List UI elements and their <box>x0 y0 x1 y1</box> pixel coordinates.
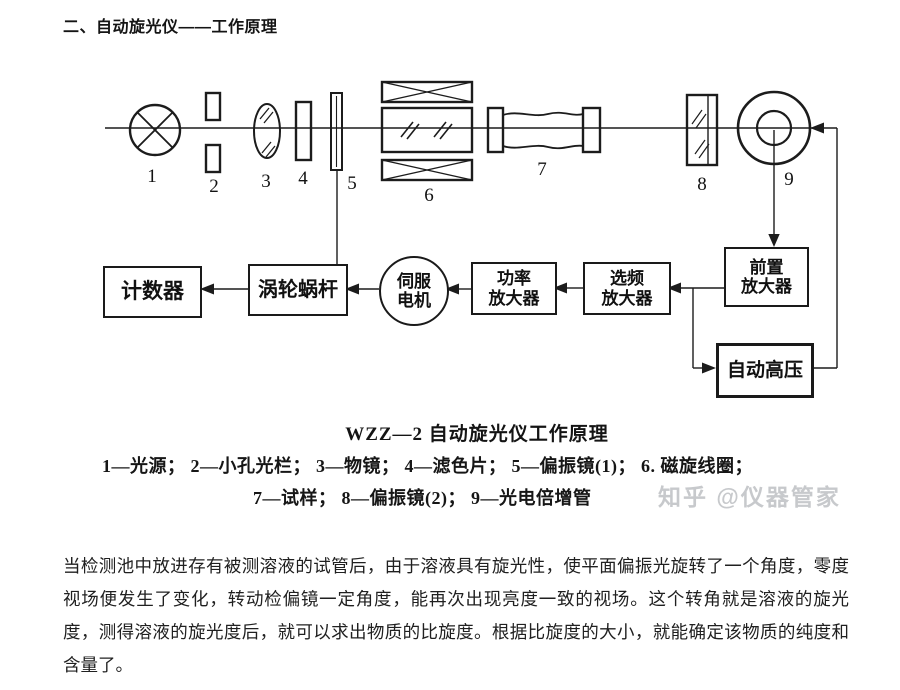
power-amplifier-label-line1: 功率 <box>497 269 531 289</box>
worm-gear-label: 涡轮蜗杆 <box>258 278 338 301</box>
worm-gear-box: 涡轮蜗杆 <box>248 264 348 316</box>
diagram-legend-line1: 1—光源； 2—小孔光栏； 3—物镜； 4—滤色片； 5—偏振镜(1)； 6. … <box>102 456 753 476</box>
component-label-3: 3 <box>261 171 271 192</box>
hv-feedback-loop <box>808 128 838 369</box>
body-paragraph: 当检测池中放进存有被测溶液的试管后，由于溶液具有旋光性，使平面偏振光旋转了一个角… <box>63 556 849 675</box>
objective-lens-symbol <box>253 103 281 159</box>
diagram-legend-line2: 7—试样； 8—偏振镜(2)； 9—光电倍增管 <box>253 488 592 508</box>
counter-box: 计数器 <box>103 266 202 318</box>
component-label-8: 8 <box>697 174 707 195</box>
servo-motor-circle: 伺服 电机 <box>379 256 449 326</box>
page-title: 二、自动旋光仪——工作原理 <box>63 19 278 36</box>
color-filter-symbol <box>294 100 313 162</box>
auto-high-voltage-label: 自动高压 <box>726 359 803 381</box>
servo-motor-label-line1: 伺服 <box>397 271 431 291</box>
component-label-5: 5 <box>347 173 357 194</box>
component-label-6: 6 <box>424 185 434 206</box>
component-label-4: 4 <box>298 168 308 189</box>
frequency-select-label-line2: 放大器 <box>601 288 653 308</box>
hv-feedback-arrowhead <box>810 122 824 134</box>
light-source-symbol <box>128 103 182 157</box>
component-label-9: 9 <box>784 169 794 190</box>
frequency-select-label-line1: 选频 <box>610 269 644 289</box>
signal-chain-arrows <box>200 282 724 295</box>
power-amplifier-box: 功率 放大器 <box>471 262 557 315</box>
pmt-to-preamp-link <box>768 130 780 247</box>
frequency-select-amplifier-box: 选频 放大器 <box>583 262 671 315</box>
power-amplifier-label-line2: 放大器 <box>488 288 540 308</box>
counter-label: 计数器 <box>121 279 184 304</box>
component-label-1: 1 <box>147 166 157 187</box>
zhihu-watermark: 知乎 @仪器管家 <box>658 484 841 510</box>
sample-tube-symbol <box>486 106 602 154</box>
pinhole-diaphragm-symbol <box>204 91 222 174</box>
diagram-caption: WZZ—2 自动旋光仪工作原理 <box>345 424 609 445</box>
preamp-to-hv-branch <box>692 288 716 374</box>
magnetic-coil-symbol <box>380 80 474 182</box>
component-label-7: 7 <box>537 159 547 180</box>
polarizer2-symbol <box>685 93 719 167</box>
servo-motor-label-line2: 电机 <box>397 291 431 310</box>
preamplifier-label-line2: 放大器 <box>741 277 792 296</box>
preamplifier-label-line1: 前置 <box>749 257 784 277</box>
preamplifier-box: 前置 放大器 <box>724 247 809 307</box>
auto-high-voltage-box: 自动高压 <box>716 343 814 398</box>
polarizer1-symbol <box>330 92 343 171</box>
component-label-2: 2 <box>209 176 219 197</box>
